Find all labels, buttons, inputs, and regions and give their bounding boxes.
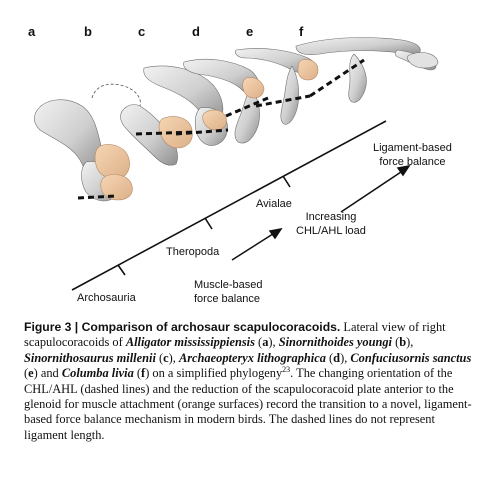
caption-sep: ), bbox=[168, 350, 179, 365]
force-arrows bbox=[231, 164, 411, 261]
label-ligament-based-line2: force balance bbox=[379, 156, 446, 168]
label-increasing-load: Increasing CHL/AHL load bbox=[296, 210, 366, 238]
label-increasing-line1: Increasing bbox=[305, 211, 357, 223]
tick-theropoda bbox=[204, 217, 213, 230]
label-increasing-line2: CHL/AHL load bbox=[296, 225, 366, 237]
caption-letter-d: d bbox=[333, 350, 341, 365]
caption-species-b: Sinornithoides youngi bbox=[278, 335, 392, 350]
caption-ref: 23 bbox=[282, 365, 291, 375]
caption-sep: ( bbox=[254, 335, 263, 350]
figure-caption: Figure 3 | Comparison of archosaur scapu… bbox=[24, 320, 472, 443]
scapulocoracoid-b bbox=[91, 83, 197, 166]
figure-3: a b c d e f bbox=[28, 24, 452, 306]
panel-letter-a: a bbox=[28, 24, 36, 39]
panel-letter-b: b bbox=[84, 24, 92, 39]
panel-letter-d: d bbox=[192, 24, 200, 39]
scapulocoracoid-c bbox=[143, 65, 229, 146]
caption-species-e: Confuciusornis sanctus bbox=[350, 350, 472, 365]
arrow-upper-shaft bbox=[340, 169, 405, 213]
label-muscle-based-line1: Muscle-based bbox=[194, 279, 263, 291]
tick-avialae bbox=[282, 175, 291, 188]
caption-species-a: Alligator mississippiensis bbox=[125, 335, 255, 350]
caption-and: ) and bbox=[33, 366, 62, 381]
caption-sep: ( bbox=[133, 366, 142, 381]
scapulocoracoid-illustration bbox=[34, 37, 439, 291]
caption-sep: ( bbox=[24, 366, 29, 381]
caption-species-f: Columba livia bbox=[61, 366, 134, 381]
caption-sep: ), bbox=[268, 335, 279, 350]
panel-letter-c: c bbox=[138, 24, 146, 39]
arrow-upper-head bbox=[396, 164, 411, 177]
scapulocoracoid-d bbox=[183, 58, 269, 144]
caption-species-d: Archaeopteryx lithographica bbox=[178, 350, 326, 365]
caption-letter-c: c bbox=[163, 350, 169, 365]
caption-sep: ( bbox=[155, 350, 164, 365]
caption-letter-e: e bbox=[28, 366, 34, 381]
label-ligament-based: Ligament-based force balance bbox=[373, 141, 452, 169]
scapulocoracoid-a bbox=[34, 99, 133, 202]
caption-sep: ), bbox=[340, 350, 351, 365]
caption-phylogeny: ) on a simplified phylogeny bbox=[145, 366, 283, 381]
label-muscle-based-line2: force balance bbox=[194, 293, 261, 305]
label-muscle-based: Muscle-based force balance bbox=[194, 278, 262, 306]
label-avialae: Avialae bbox=[256, 198, 292, 210]
panel-letter-f: f bbox=[299, 24, 304, 39]
caption-sep: ( bbox=[325, 350, 334, 365]
arrow-lower-head bbox=[268, 227, 283, 240]
scapulocoracoid-f bbox=[295, 37, 439, 103]
label-ligament-based-line1: Ligament-based bbox=[373, 142, 452, 154]
arrow-lower-shaft bbox=[231, 231, 277, 261]
caption-sep: ), bbox=[406, 335, 414, 350]
caption-figure-label: Figure 3 | Comparison of archosaur scapu… bbox=[24, 320, 341, 334]
caption-letter-a: a bbox=[262, 335, 269, 350]
phylogeny-main-branch bbox=[71, 120, 387, 291]
panel-letter-e: e bbox=[246, 24, 254, 39]
caption-body: . The changing orientation of the CHL/AH… bbox=[24, 366, 472, 442]
caption-letter-f: f bbox=[141, 366, 146, 381]
phylogeny-tree bbox=[71, 120, 387, 291]
caption-intro: Lateral view of right scapulocoracoids o… bbox=[24, 320, 446, 350]
label-theropoda: Theropoda bbox=[166, 246, 220, 258]
caption-letter-b: b bbox=[399, 335, 407, 350]
scapulocoracoid-e bbox=[235, 48, 319, 125]
caption-sep: ( bbox=[392, 335, 400, 350]
tick-archosauria bbox=[117, 264, 126, 276]
label-archosauria: Archosauria bbox=[77, 292, 136, 304]
caption-species-c: Sinornithosaurus millenii bbox=[24, 350, 156, 365]
